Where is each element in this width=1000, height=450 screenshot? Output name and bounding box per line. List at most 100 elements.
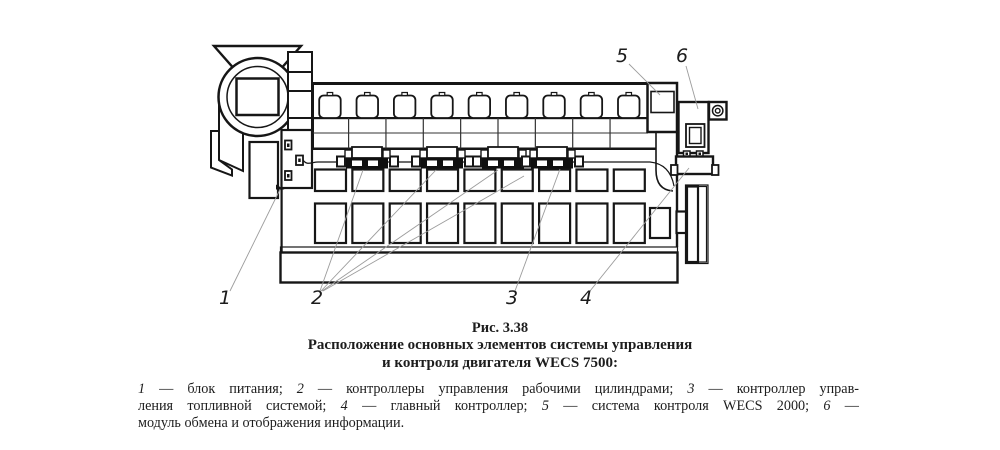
lower-crankcase-doors (313, 202, 646, 245)
engine-top-edge (311, 82, 678, 85)
controller-cover (426, 146, 458, 159)
turbo-inlet-square (235, 77, 280, 117)
controller-ear (457, 149, 466, 159)
cover-nub (326, 91, 334, 97)
cylinder-controller-unit (336, 146, 399, 169)
leader-lines (229, 63, 699, 292)
legend-text: — (830, 398, 859, 415)
controller-ear (567, 149, 576, 159)
legend-line-3: модуль обмена и отображения информации. (138, 415, 859, 432)
cable-connector (336, 155, 346, 168)
upper-door (313, 168, 348, 193)
mid-thin-line (311, 132, 648, 134)
flywheel (675, 184, 709, 265)
power-connector (295, 154, 304, 166)
cylinder-controller-unit (411, 146, 474, 169)
legend-num-3: 3 (687, 381, 695, 397)
lower-door (425, 202, 460, 245)
cylinder-cover (579, 94, 604, 119)
callout-3: 3 (506, 287, 518, 309)
upper-door (388, 168, 422, 193)
upper-door (537, 168, 572, 193)
lower-door (500, 202, 534, 245)
bracket-box (287, 71, 313, 92)
lower-door (351, 202, 385, 245)
figure-number: Рис. 3.38 (471, 320, 529, 336)
legend-text: — контроллеры управления рабочими цилинд… (303, 381, 688, 397)
panel-corner-mark (276, 184, 285, 190)
controller-body (421, 158, 463, 169)
cylinder-cover (505, 94, 529, 119)
wecs2000-control-box (646, 81, 679, 134)
cover-nub (625, 91, 633, 97)
engine-left-edge (311, 82, 314, 150)
cylinder-cover (467, 94, 492, 119)
cylinder-cover (318, 94, 342, 119)
callout-6: 6 (676, 45, 688, 67)
lower-door (388, 202, 422, 245)
lower-door (612, 202, 646, 245)
figure-legend: 1 — блок питания; 2 — контроллеры управл… (138, 381, 859, 433)
callout-1: 1 (219, 287, 231, 309)
figure-title-line2: и контроля двигателя WECS 7500: (382, 354, 618, 371)
power-connector (284, 170, 293, 181)
mounting-bracket-column (287, 51, 313, 136)
callout-5: 5 (616, 45, 628, 67)
legend-num-1: 1 (138, 381, 146, 397)
display-window-inner (688, 126, 702, 145)
legend-text: — система контроля WECS 2000; (548, 398, 824, 415)
lower-door (463, 202, 497, 245)
cover-nub (513, 91, 521, 97)
cable-connector (521, 155, 531, 168)
bracket-box (287, 90, 313, 119)
controller-cover (351, 146, 383, 159)
upper-door (575, 168, 609, 193)
cover-nub (476, 91, 483, 97)
cylinder-cover (392, 94, 417, 119)
cable-connector (464, 155, 474, 168)
figure-title-line1: Расположение основных элементов системы … (307, 337, 693, 353)
legend-text: модуль обмена и отображения информации. (138, 415, 405, 432)
cylinder-controllers (336, 146, 584, 169)
lower-door (537, 202, 572, 245)
engine-block (279, 82, 679, 284)
cylinder-cover (542, 94, 566, 119)
bedplate (279, 251, 679, 284)
block-lower-left-edge (280, 130, 283, 253)
controller-body (482, 158, 524, 169)
power-supply-unit (248, 128, 314, 200)
cylinder-cover (430, 94, 454, 119)
upper-crankcase-doors (313, 168, 646, 193)
upper-door (463, 168, 497, 193)
cover-nub (401, 91, 408, 97)
controller-ear (344, 149, 353, 159)
cover-nub (438, 91, 446, 97)
cylinder-cover (355, 94, 379, 119)
legend-num-5: 5 (541, 398, 549, 415)
cylinder-dividers (348, 118, 611, 149)
controller-ear (419, 149, 428, 159)
controller-cover (487, 146, 519, 159)
power-connector (284, 139, 293, 151)
legend-line-1: 1 — блок питания; 2 — контроллеры управл… (138, 381, 859, 398)
end-door (648, 206, 672, 240)
display-module (677, 100, 728, 155)
wecs2000-window (650, 90, 675, 114)
legend-line-2: ления топливной системой; 4 — главный ко… (138, 398, 859, 415)
legend-text: — блок питания; (145, 381, 297, 397)
cylinder-cover (617, 94, 641, 119)
cover-nub (550, 91, 558, 97)
legend-text: — главный контроллер; (347, 398, 542, 415)
cover-nub (363, 91, 371, 97)
legend-num-2: 2 (296, 381, 304, 397)
cable-connector (389, 155, 399, 168)
cable-connector (472, 155, 482, 168)
controller-ear (382, 149, 391, 159)
turbo-foot (210, 130, 233, 177)
controller-ear (529, 149, 538, 159)
lower-door (575, 202, 609, 245)
controller-body (346, 158, 388, 169)
turbocharger (210, 44, 304, 177)
lower-door (313, 202, 348, 245)
